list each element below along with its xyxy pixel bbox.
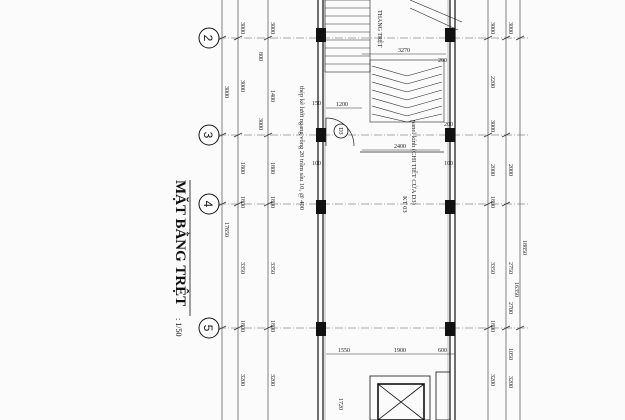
axis-label-2: 2 xyxy=(201,35,215,42)
svg-text:1800: 1800 xyxy=(239,196,245,208)
right-dimensions: 3000 2200 3000 2000 1800 3350 1800 3200 … xyxy=(489,22,527,388)
svg-text:1800: 1800 xyxy=(489,320,495,332)
svg-text:1800: 1800 xyxy=(269,196,275,208)
left-dimensions: 3000 17650 3000 3000 1800 1800 3350 1800… xyxy=(223,22,343,410)
axis-label-5: 5 xyxy=(201,325,215,332)
svg-text:3000: 3000 xyxy=(239,22,245,34)
svg-text:200: 200 xyxy=(438,58,447,64)
svg-text:1720: 1720 xyxy=(337,398,343,410)
svg-text:3200: 3200 xyxy=(269,374,275,386)
lift-core xyxy=(369,371,451,420)
horizontal-dimensions: 3270 200 1200 2400 150 100 100 1550 1900… xyxy=(312,48,453,354)
svg-text:1800: 1800 xyxy=(269,162,275,174)
svg-text:2700: 2700 xyxy=(507,302,513,314)
svg-text:3000: 3000 xyxy=(489,120,495,132)
door-tag: D3 xyxy=(333,123,349,139)
stair-label: THANG TRỆT xyxy=(376,10,384,48)
panel-note: panel kính (CHI TIẾT CỬA D3) xyxy=(410,120,418,205)
svg-text:18850: 18850 xyxy=(521,240,527,255)
svg-text:3000: 3000 xyxy=(269,22,275,34)
svg-text:3350: 3350 xyxy=(489,262,495,274)
svg-text:1900: 1900 xyxy=(394,348,406,354)
svg-text:16350: 16350 xyxy=(513,282,519,297)
svg-text:1200: 1200 xyxy=(336,102,348,108)
svg-text:200: 200 xyxy=(444,122,453,128)
svg-text:17650: 17650 xyxy=(223,222,229,237)
svg-text:1800: 1800 xyxy=(269,320,275,332)
wall-thin-lines xyxy=(324,0,449,420)
svg-text:1050: 1050 xyxy=(507,348,513,360)
svg-text:150: 150 xyxy=(312,101,321,107)
svg-text:600: 600 xyxy=(438,348,447,354)
svg-text:1800: 1800 xyxy=(489,196,495,208)
svg-text:2000: 2000 xyxy=(489,164,495,176)
inner-dimension-lines xyxy=(326,53,455,355)
axis-label-3: 3 xyxy=(201,132,215,139)
svg-text:3000: 3000 xyxy=(223,86,229,98)
svg-text:3000: 3000 xyxy=(257,118,263,130)
svg-text:800: 800 xyxy=(257,52,263,61)
svg-text:1800: 1800 xyxy=(239,162,245,174)
svg-text:1550: 1550 xyxy=(338,348,350,354)
beam-note: thép kẽ lưới ngang vông 20 trầm sâu 10, … xyxy=(298,86,305,210)
dimension-lines xyxy=(217,0,525,420)
svg-text:1400: 1400 xyxy=(269,90,275,102)
svg-text:3200: 3200 xyxy=(239,374,245,386)
stair xyxy=(324,0,463,123)
panel-ref-note: KT 03 xyxy=(401,196,408,213)
svg-text:100: 100 xyxy=(312,161,321,167)
svg-text:3000: 3000 xyxy=(507,22,513,34)
svg-text:3000: 3000 xyxy=(239,80,245,92)
grid-axis-lines xyxy=(218,37,530,329)
svg-text:2400: 2400 xyxy=(394,144,406,150)
axis-markers: 2 3 4 5 xyxy=(198,27,220,339)
drawing-title: MẶT BẰNG TRỆT xyxy=(172,180,189,306)
svg-text:3200: 3200 xyxy=(489,374,495,386)
svg-text:3000: 3000 xyxy=(489,22,495,34)
axis-label-4: 4 xyxy=(201,201,215,208)
svg-text:3270: 3270 xyxy=(398,48,410,54)
building-walls xyxy=(317,0,456,420)
svg-text:100: 100 xyxy=(444,161,453,167)
svg-text:2750: 2750 xyxy=(507,262,513,274)
svg-text:3350: 3350 xyxy=(269,262,275,274)
drawing-scale: : 1/50 xyxy=(174,318,183,336)
svg-text:2000: 2000 xyxy=(507,164,513,176)
columns xyxy=(316,28,455,336)
svg-text:3200: 3200 xyxy=(507,376,513,388)
svg-text:3350: 3350 xyxy=(239,262,245,274)
svg-text:2200: 2200 xyxy=(489,76,495,88)
svg-text:D3: D3 xyxy=(337,127,343,134)
svg-text:1800: 1800 xyxy=(239,320,245,332)
